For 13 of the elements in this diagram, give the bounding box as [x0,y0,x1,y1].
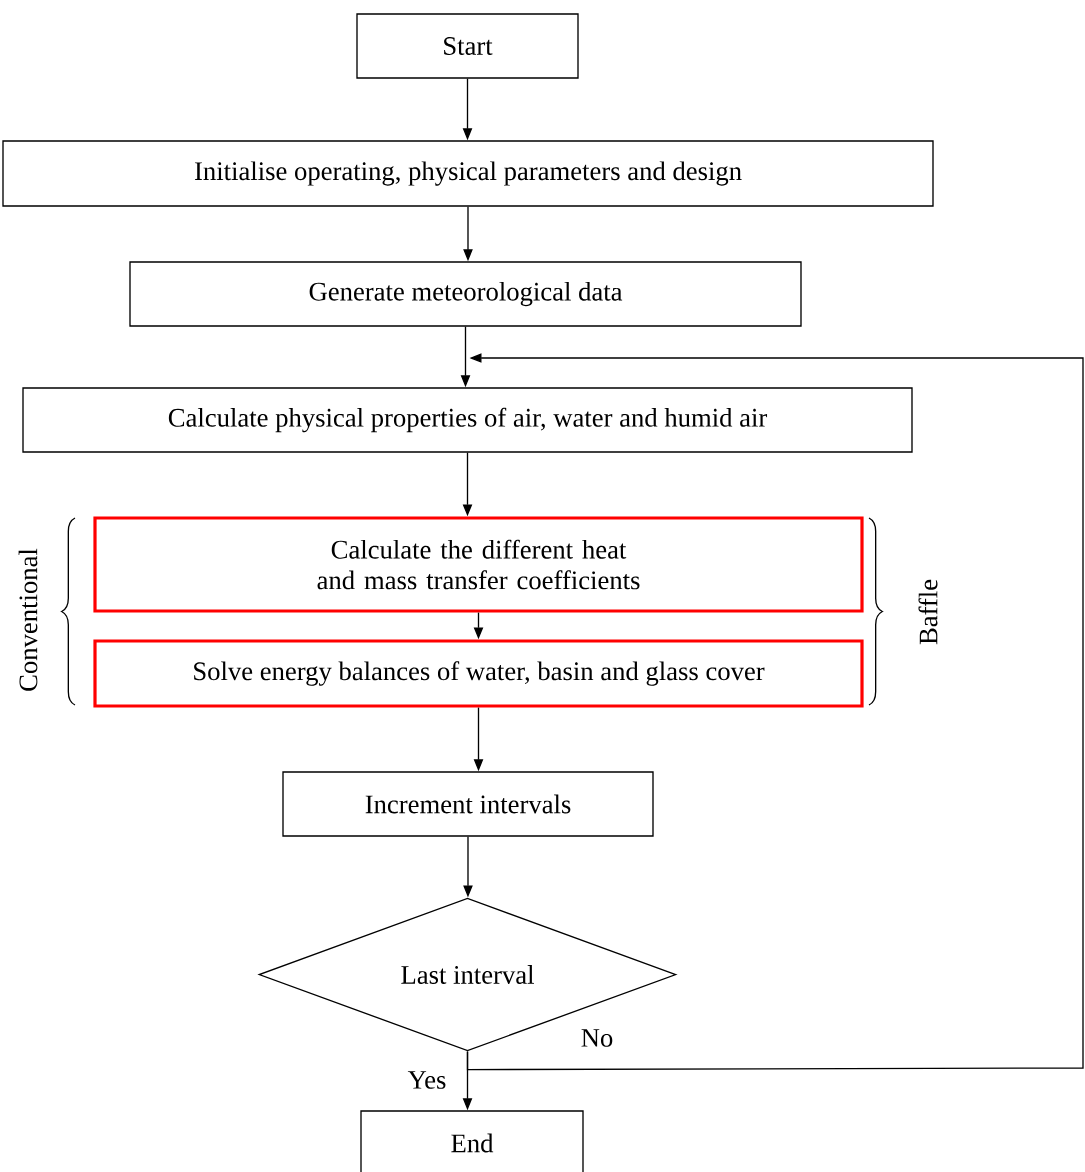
process-box: Start [356,13,579,79]
edge-label: No [579,1027,615,1049]
process-box: Calculate physical properties of air, water and humid air [22,387,913,453]
process-box: Increment intervals [282,771,654,837]
process-box: Initialise operating, physical parameters and design [2,140,934,207]
process-box: Solve energy balances of water, basin and glass cover [93,639,864,708]
bracket-label: Conventional [18,548,38,691]
arrow [466,353,1084,1071]
process-box: End [360,1110,584,1172]
process-box: Generate meteorological data [129,261,802,327]
process-box: Calculate the different heat and mass transfer coefficients [93,516,864,613]
bracket-label: Baffle [918,579,938,645]
edge-label: Yes [406,1069,448,1091]
